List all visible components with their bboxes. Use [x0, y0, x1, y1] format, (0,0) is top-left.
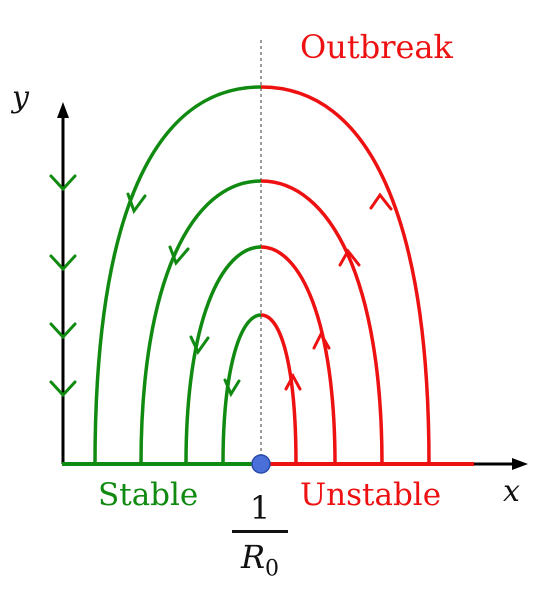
equilibrium-point	[251, 454, 271, 474]
orbit-3-rise	[260, 245, 337, 465]
orbit-1-rise	[260, 85, 431, 465]
orbit-4-rise	[260, 313, 298, 465]
orbit-4-fall	[221, 313, 262, 465]
orbit-2-down-arrow	[168, 245, 190, 266]
orbit-1-down-arrow	[126, 192, 147, 215]
y-axis-down-arrow	[49, 380, 77, 398]
orbit-3-fall	[184, 245, 262, 465]
orbit-2-up-arrow	[338, 248, 361, 267]
x-axis-arrowhead	[512, 458, 528, 470]
orbit-4-up-arrow	[284, 372, 302, 391]
stable-label: Stable	[98, 477, 199, 513]
orbit-3-up-arrow	[312, 330, 331, 350]
y-axis-arrowhead	[57, 102, 69, 118]
orbit-1-fall	[93, 85, 262, 465]
threshold-fraction: 1 R0	[228, 488, 292, 589]
y-axis-flow-arrows	[49, 174, 77, 398]
orbit-2-rise	[260, 179, 384, 465]
outbreak-label: Outbreak	[300, 28, 453, 66]
threshold-denominator-subscript: 0	[265, 556, 280, 582]
orbit-3-down-arrow	[189, 335, 210, 355]
x-axis-label: x	[503, 474, 520, 509]
y-axis-down-arrow	[49, 174, 77, 192]
y-axis-down-arrow	[49, 322, 77, 340]
threshold-denominator-symbol: R	[240, 538, 266, 576]
unstable-label: Unstable	[300, 477, 442, 513]
threshold-denominator: R0	[228, 537, 292, 589]
threshold-numerator: 1	[249, 489, 271, 527]
orbit-1-up-arrow	[369, 192, 393, 211]
orbit-2-fall	[139, 179, 262, 465]
y-axis-label: y	[12, 80, 29, 115]
orbit-4-down-arrow	[223, 378, 241, 398]
y-axis-down-arrow	[49, 254, 77, 272]
fraction-bar	[232, 530, 288, 533]
